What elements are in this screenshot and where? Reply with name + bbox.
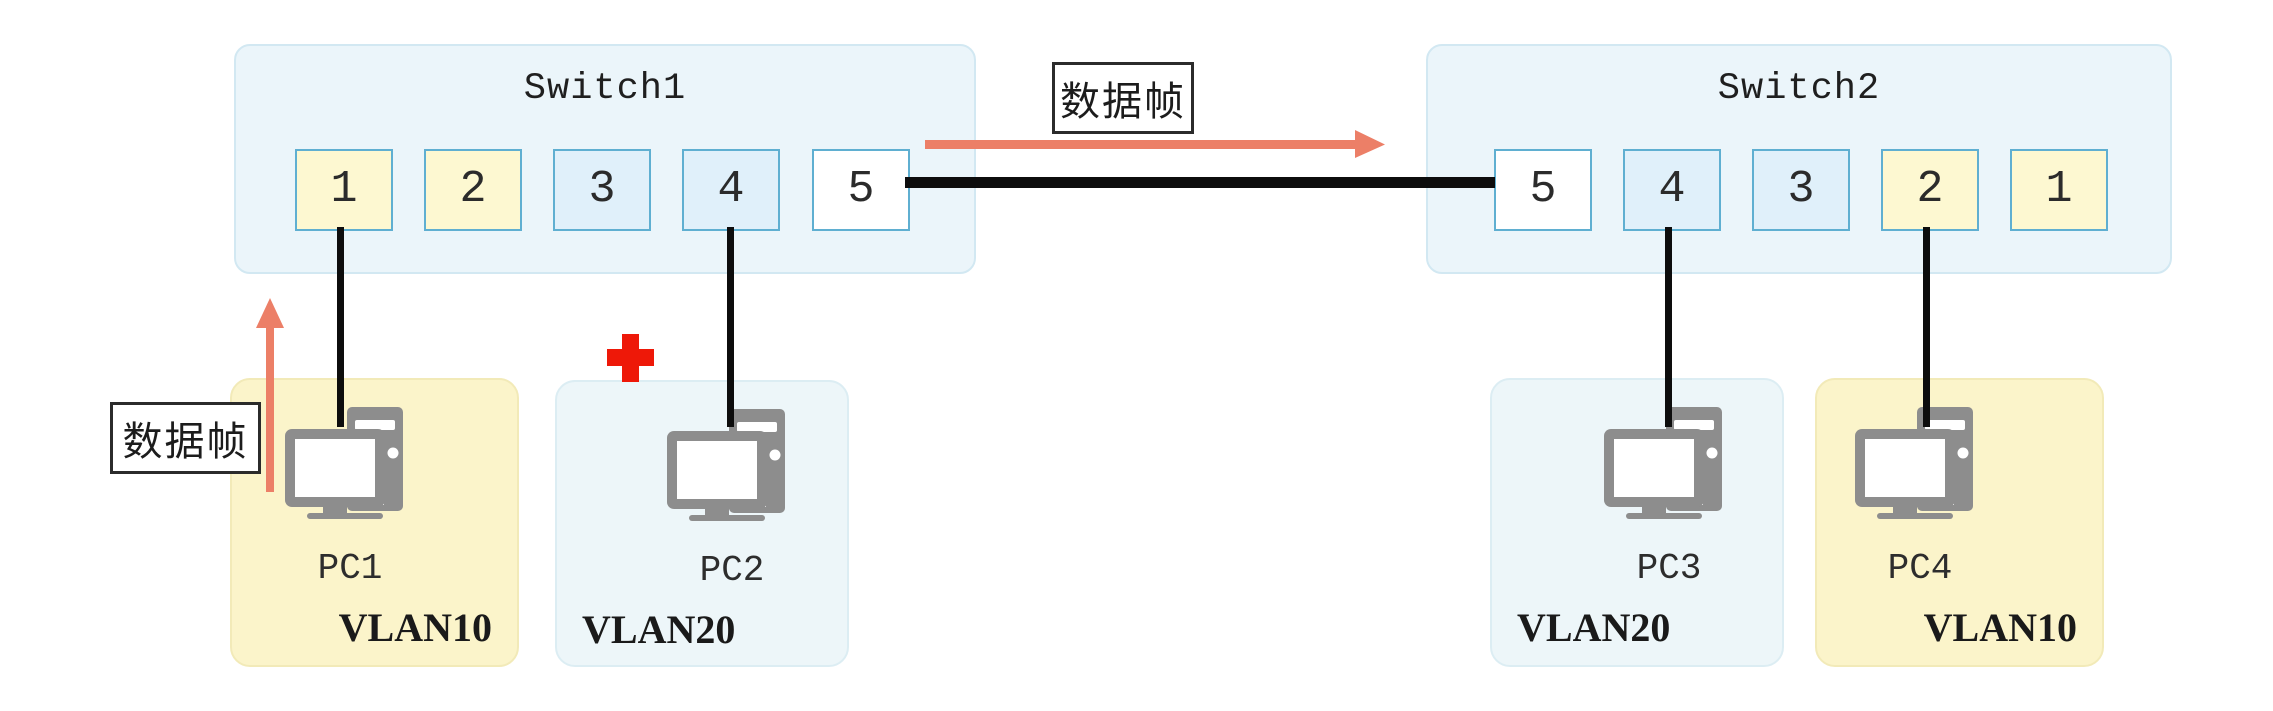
switch1-port-4: 4 xyxy=(682,149,780,231)
switch2-box: Switch2 5 4 3 2 1 xyxy=(1426,44,2172,274)
switch1-title: Switch1 xyxy=(523,68,687,110)
frame-label-left: 数据帧 xyxy=(110,402,261,474)
frame-arrow-right-icon xyxy=(925,130,1385,158)
pc-icon xyxy=(285,407,403,519)
switch2-port-4: 4 xyxy=(1623,149,1721,231)
switch1-port-2: 2 xyxy=(424,149,522,231)
switch1-box: Switch1 1 2 3 4 5 xyxy=(234,44,976,274)
pc1-vlan-badge: VLAN10 xyxy=(338,605,492,650)
switch2-port-5: 5 xyxy=(1494,149,1592,231)
pc4-group: PC4 VLAN10 xyxy=(1815,378,2104,667)
pc-icon xyxy=(1855,407,1973,519)
switch2-port-3: 3 xyxy=(1752,149,1850,231)
frame-arrow-up-icon xyxy=(256,298,284,492)
pc4-label: PC4 xyxy=(1887,548,1953,589)
switch1-port-1: 1 xyxy=(295,149,393,231)
pc1-label: PC1 xyxy=(317,548,383,589)
blocked-cross-icon xyxy=(607,334,654,382)
pc2-label: PC2 xyxy=(699,550,765,591)
switch2-title: Switch2 xyxy=(1717,68,1881,110)
frame-label-top: 数据帧 xyxy=(1052,62,1194,134)
pc2-vlan-badge: VLAN20 xyxy=(582,607,736,652)
switch1-port-3: 3 xyxy=(553,149,651,231)
pc2-group: PC2 VLAN20 xyxy=(555,380,849,667)
cable-pc2-port4 xyxy=(727,227,734,427)
pc3-label: PC3 xyxy=(1636,548,1702,589)
switch2-port-1: 1 xyxy=(2010,149,2108,231)
pc4-vlan-badge: VLAN10 xyxy=(1923,605,2077,650)
switch2-port-2: 2 xyxy=(1881,149,1979,231)
cable-pc1-port1 xyxy=(337,227,344,427)
trunk-link-line xyxy=(905,177,1495,188)
cable-pc3-port4 xyxy=(1665,227,1672,427)
pc3-group: PC3 VLAN20 xyxy=(1490,378,1784,667)
pc3-vlan-badge: VLAN20 xyxy=(1517,605,1671,650)
cable-pc4-port2 xyxy=(1923,227,1930,427)
pc1-group: PC1 VLAN10 xyxy=(230,378,519,667)
switch1-port-5: 5 xyxy=(812,149,910,231)
